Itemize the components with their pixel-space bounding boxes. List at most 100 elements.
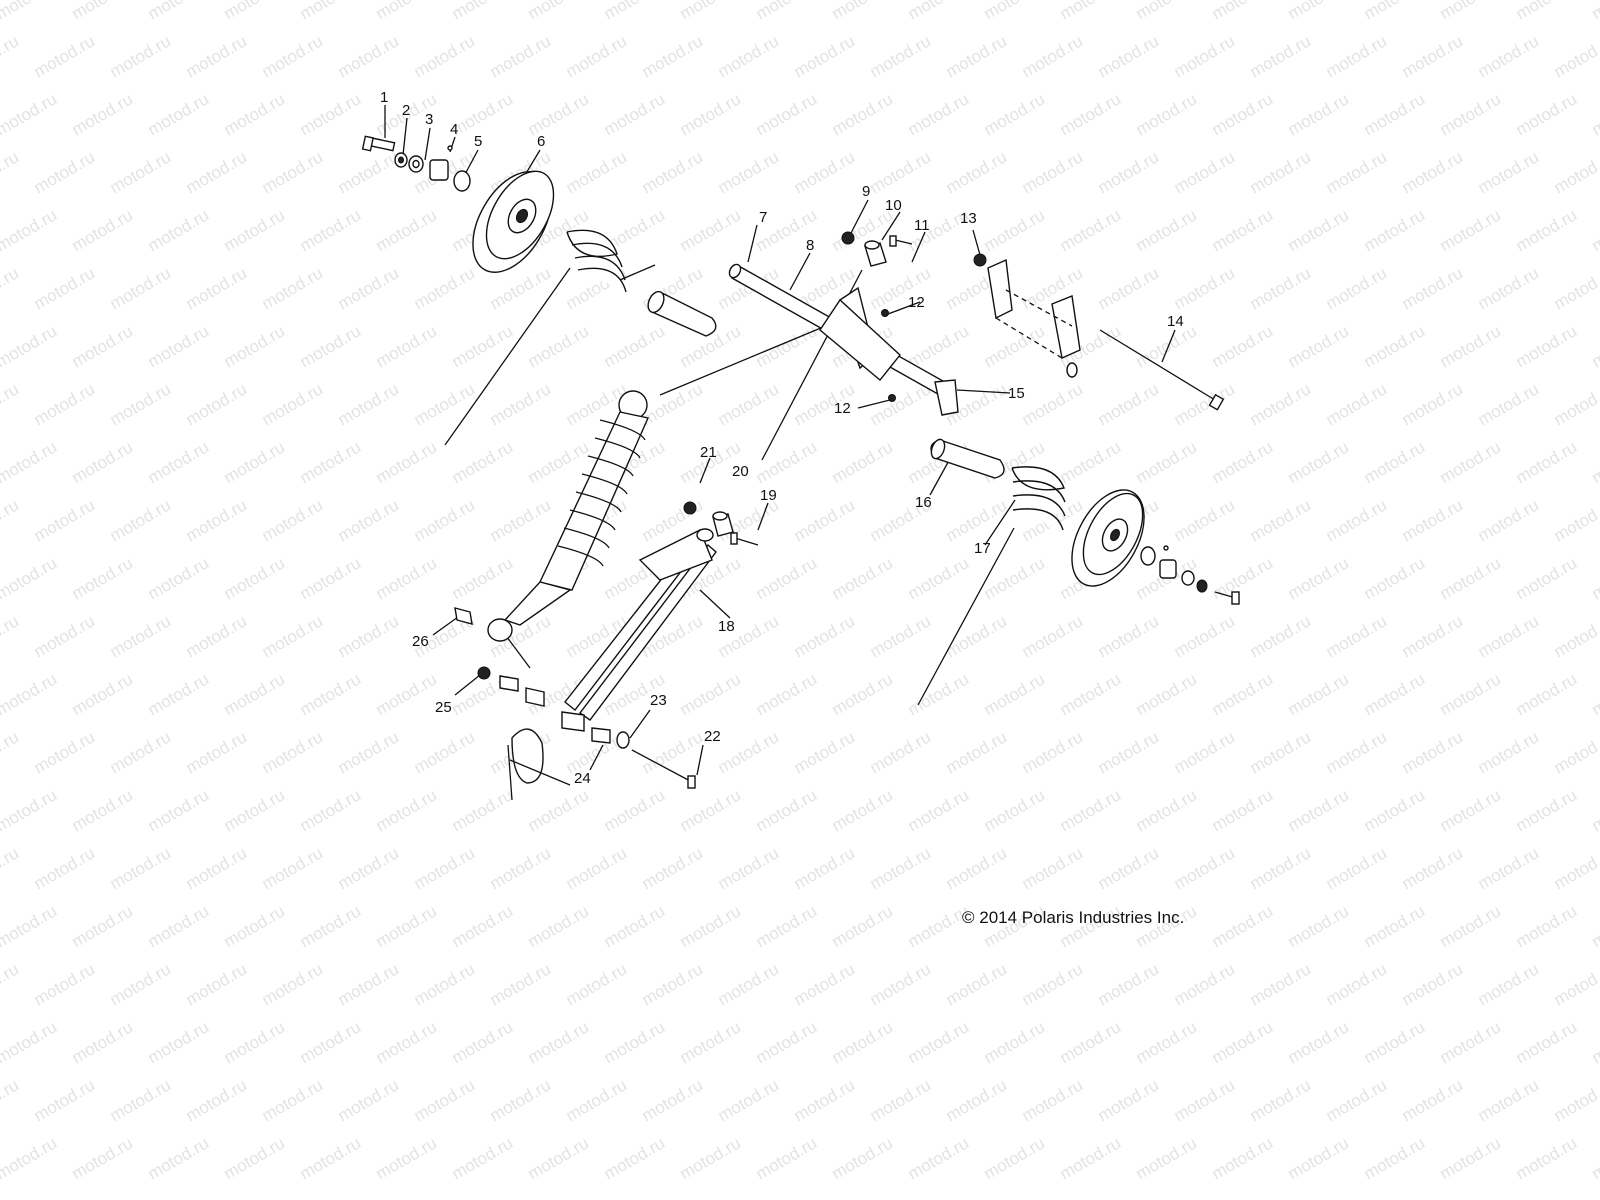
watermark-text: motod.ru [221, 437, 289, 487]
watermark-text: motod.ru [905, 785, 973, 835]
watermark-text: motod.ru [221, 785, 289, 835]
watermark-text: motod.ru [1589, 437, 1600, 487]
watermark-text: motod.ru [1361, 901, 1429, 951]
watermark-text: motod.ru [1475, 31, 1543, 81]
watermark-text: motod.ru [1437, 437, 1505, 487]
watermark-text: motod.ru [221, 205, 289, 255]
watermark-text: motod.ru [1551, 727, 1600, 777]
watermark-text: motod.ru [829, 1017, 897, 1067]
watermark-text: motod.ru [69, 0, 137, 23]
callout-24: 24 [574, 770, 591, 787]
watermark-text: motod.ru [487, 959, 555, 1009]
watermark-text: motod.ru [107, 147, 175, 197]
watermark-text: motod.ru [373, 321, 441, 371]
watermark-text: motod.ru [1323, 147, 1391, 197]
part-16-spring-sleeve-right [930, 438, 1005, 479]
watermark-text: motod.ru [715, 147, 783, 197]
watermark-text: motod.ru [1551, 495, 1600, 545]
watermark-text: motod.ru [259, 147, 327, 197]
watermark-text: motod.ru [449, 901, 517, 951]
callout-6: 6 [537, 133, 545, 150]
watermark-text: motod.ru [259, 263, 327, 313]
watermark-text: motod.ru [297, 89, 365, 139]
watermark-text: motod.ru [867, 727, 935, 777]
watermark-text: motod.ru [411, 379, 479, 429]
watermark-text: motod.ru [107, 843, 175, 893]
watermark-text: motod.ru [1475, 263, 1543, 313]
watermark-text: motod.ru [1475, 495, 1543, 545]
watermark-text: motod.ru [145, 553, 213, 603]
part-22-long-bolt [631, 749, 696, 789]
watermark-text: motod.ru [1437, 321, 1505, 371]
watermark-text: motod.ru [1285, 1017, 1353, 1067]
watermark-text: motod.ru [715, 727, 783, 777]
watermark-text: motod.ru [1399, 147, 1467, 197]
watermark-text: motod.ru [905, 1017, 973, 1067]
watermark-text: motod.ru [0, 205, 60, 255]
watermark-text: motod.ru [1323, 495, 1391, 545]
watermark-text: motod.ru [373, 205, 441, 255]
watermark-text: motod.ru [335, 843, 403, 893]
watermark-text: motod.ru [1057, 0, 1125, 23]
watermark-text: motod.ru [1019, 31, 1087, 81]
callout-labels: 1 2 3 4 5 6 7 8 9 10 11 12 12 13 14 15 1… [380, 89, 1184, 787]
watermark-text: motod.ru [449, 553, 517, 603]
watermark-text: motod.ru [1095, 31, 1163, 81]
watermark-text: motod.ru [677, 0, 745, 23]
watermark-text: motod.ru [297, 1017, 365, 1067]
watermark-text: motod.ru [715, 379, 783, 429]
part-right-hardware [1140, 545, 1240, 605]
watermark-text: motod.ru [1019, 843, 1087, 893]
watermark-text: motod.ru [1247, 727, 1315, 777]
watermark-text: motod.ru [145, 1133, 213, 1183]
watermark-text: motod.ru [411, 31, 479, 81]
watermark-text: motod.ru [107, 611, 175, 661]
watermark-text: motod.ru [297, 205, 365, 255]
watermark-text: motod.ru [145, 321, 213, 371]
watermark-text: motod.ru [791, 959, 859, 1009]
callout-21: 21 [700, 444, 717, 461]
watermark-text: motod.ru [1475, 959, 1543, 1009]
watermark-text: motod.ru [525, 321, 593, 371]
watermark-text: motod.ru [1133, 1017, 1201, 1067]
callout-12-upper: 12 [908, 294, 925, 311]
watermark-text: motod.ru [639, 727, 707, 777]
watermark-text: motod.ru [373, 1017, 441, 1067]
watermark-text: motod.ru [1437, 0, 1505, 23]
watermark-text: motod.ru [943, 843, 1011, 893]
watermark-text: motod.ru [715, 31, 783, 81]
callout-7: 7 [759, 209, 767, 226]
watermark-text: motod.ru [31, 1075, 99, 1125]
watermark-text: motod.ru [0, 89, 60, 139]
watermark-text: motod.ru [677, 669, 745, 719]
watermark-text: motod.ru [981, 0, 1049, 23]
watermark-text: motod.ru [525, 89, 593, 139]
watermark-text: motod.ru [1171, 147, 1239, 197]
watermark-text: motod.ru [1285, 785, 1353, 835]
watermark-text: motod.ru [1437, 901, 1505, 951]
watermark-text: motod.ru [601, 901, 669, 951]
watermark-text: motod.ru [69, 901, 137, 951]
watermark-text: motod.ru [1095, 263, 1163, 313]
watermark-text: motod.ru [1437, 553, 1505, 603]
watermark-text: motod.ru [1019, 379, 1087, 429]
callout-18: 18 [718, 618, 735, 635]
watermark-text: motod.ru [487, 379, 555, 429]
watermark-text: motod.ru [297, 553, 365, 603]
watermark-text: motod.ru [1399, 1075, 1467, 1125]
callout-9: 9 [862, 183, 870, 200]
watermark-text: motod.ru [107, 495, 175, 545]
part-23-washer [616, 731, 630, 749]
watermark-text: motod.ru [449, 321, 517, 371]
watermark-text: motod.ru [145, 205, 213, 255]
watermark-text: motod.ru [753, 669, 821, 719]
watermark-text: motod.ru [601, 785, 669, 835]
watermark-text: motod.ru [791, 611, 859, 661]
watermark-text: motod.ru [867, 31, 935, 81]
watermark-text: motod.ru [1057, 437, 1125, 487]
watermark-text: motod.ru [829, 437, 897, 487]
watermark-text: motod.ru [905, 0, 973, 23]
watermark-text: motod.ru [1171, 1075, 1239, 1125]
watermark-text: motod.ru [1247, 31, 1315, 81]
